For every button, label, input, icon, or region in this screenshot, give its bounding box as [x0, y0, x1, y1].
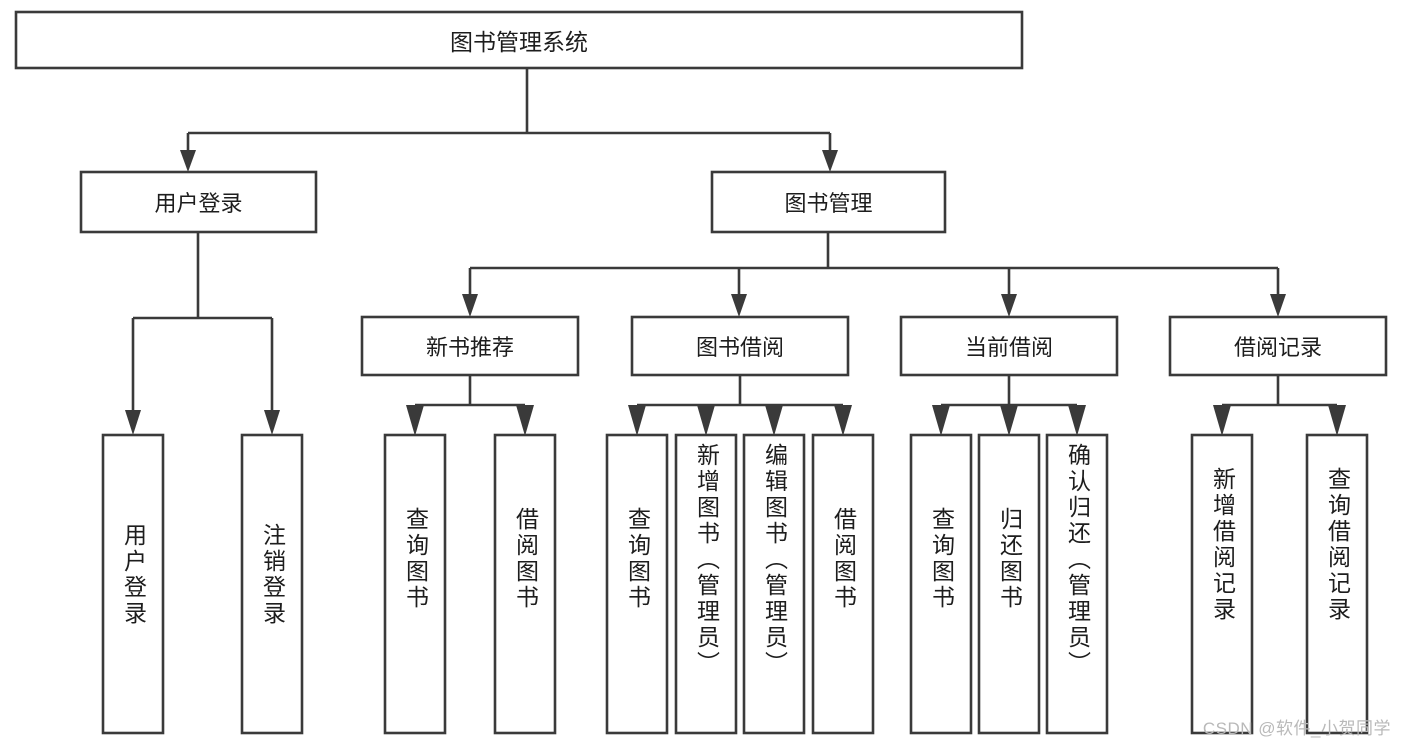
arrow-currentborrow-leaf-2: [1000, 405, 1018, 436]
arrow-bookborrow-leaf-3: [765, 405, 783, 436]
leaf-current-borrow-3-box[interactable]: [1045, 433, 1109, 735]
arrow-borrowrecord-leaf-1: [1213, 405, 1231, 436]
arrow-root-to-bookmgmt: [822, 150, 838, 172]
arrow-to-current-borrow: [1001, 294, 1017, 317]
node-user-login-box[interactable]: [79, 170, 318, 234]
node-new-book-recommend-box[interactable]: [360, 315, 580, 377]
leaf-new-book-1-box[interactable]: [383, 433, 447, 735]
node-borrow-record-box[interactable]: [1168, 315, 1388, 377]
arrow-login-leaf-2: [264, 410, 280, 435]
arrow-currentborrow-leaf-3: [1068, 405, 1086, 436]
node-book-management-box[interactable]: [710, 170, 947, 234]
node-book-borrow-box[interactable]: [630, 315, 850, 377]
arrow-bookborrow-leaf-1: [628, 405, 646, 436]
leaf-user-login-2-box[interactable]: [240, 433, 304, 735]
leaf-user-login-1-box[interactable]: [101, 433, 165, 735]
arrow-newbook-leaf-1: [406, 405, 424, 436]
arrow-to-borrow-record: [1270, 294, 1286, 317]
arrow-root-to-login: [180, 150, 196, 172]
arrow-currentborrow-leaf-1: [932, 405, 950, 436]
node-current-borrow-box[interactable]: [899, 315, 1119, 377]
arrow-bookborrow-leaf-2: [697, 405, 715, 436]
leaf-book-borrow-4-box[interactable]: [811, 433, 875, 735]
leaf-borrow-record-1-box[interactable]: [1190, 433, 1254, 735]
leaf-current-borrow-1-box[interactable]: [909, 433, 973, 735]
leaf-book-borrow-1-box[interactable]: [605, 433, 669, 735]
arrow-to-book-borrow: [731, 294, 747, 317]
arrow-borrowrecord-leaf-2: [1328, 405, 1346, 436]
leaf-book-borrow-3-box[interactable]: [742, 433, 806, 735]
leaf-book-borrow-2-box[interactable]: [674, 433, 738, 735]
node-root-box[interactable]: [14, 10, 1024, 70]
arrow-login-leaf-1: [125, 410, 141, 435]
arrow-bookborrow-leaf-4: [834, 405, 852, 436]
arrow-newbook-leaf-2: [516, 405, 534, 436]
leaf-borrow-record-2-box[interactable]: [1305, 433, 1369, 735]
arrow-to-new-book: [462, 294, 478, 317]
leaf-new-book-2-box[interactable]: [493, 433, 557, 735]
leaf-current-borrow-2-box[interactable]: [977, 433, 1041, 735]
